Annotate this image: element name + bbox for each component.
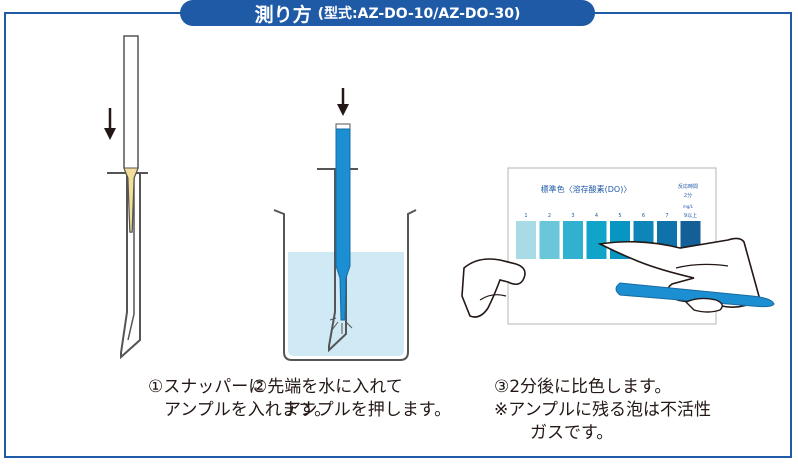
step2-caption: ②先端を水に入れて アンプルを押します。	[252, 376, 451, 422]
down-arrow-icon	[104, 108, 116, 140]
swatch-number: 5	[618, 213, 621, 219]
color-swatch	[516, 221, 536, 259]
color-swatch	[539, 221, 560, 259]
snapper-inner-wall	[127, 173, 135, 341]
ampoule-blue	[335, 128, 351, 321]
step3-illustration: 標準色〈溶存酸素(DO)〉 反応時間 2分 mg/L 1 2 3 4 5 6 7 9以上	[461, 167, 775, 325]
chart-card-unit: mg/L	[683, 204, 694, 209]
step1-caption: ①スナッパーに アンプルを入れます。	[148, 376, 331, 422]
step3-line1: ③2分後に比色します。	[494, 377, 672, 397]
color-swatch	[586, 221, 607, 259]
title-model: (型式:AZ-DO-10/AZ-DO-30)	[317, 6, 521, 22]
left-thumb	[479, 294, 507, 301]
step2-line2: アンプルを押します。	[284, 400, 452, 420]
swatch-number: 2	[548, 213, 551, 219]
chart-card-note1: 反応時間	[678, 183, 698, 190]
splash-lines	[329, 317, 353, 334]
ampoule-blue-held	[615, 282, 775, 308]
step2-line1: ②先端を水に入れて	[252, 377, 403, 397]
ampoule-cap	[335, 123, 351, 130]
step1-line1: ①スナッパーに	[148, 377, 266, 397]
snapper-holder	[107, 172, 148, 360]
right-thumb	[684, 297, 723, 313]
swatch-number: 9以上	[684, 212, 697, 219]
step1-illustration	[104, 35, 148, 360]
step3-line3: ガスです。	[530, 423, 614, 443]
color-swatch	[563, 221, 583, 259]
down-arrow-icon	[337, 88, 349, 116]
title-main: 測り方	[254, 3, 312, 26]
swatch-number: 3	[571, 213, 574, 219]
chart-card-note2: 2分	[684, 192, 692, 199]
beaker	[273, 209, 417, 361]
left-hand	[461, 258, 526, 318]
swatch-number: 7	[665, 213, 668, 219]
right-finger	[675, 263, 729, 269]
step3-caption: ③2分後に比色します。 ※アンプルに残る泡は不活性 ガスです。	[494, 376, 711, 445]
swatch-number: 6	[642, 213, 645, 219]
step1-line2: アンプルを入れます。	[164, 400, 332, 420]
title-banner: 測り方 (型式:AZ-DO-10/AZ-DO-30)	[180, 0, 595, 26]
swatch-number: 1	[524, 213, 527, 219]
ampoule-reagent	[123, 167, 139, 233]
step2-illustration	[273, 88, 417, 361]
step3-line2: ※アンプルに残る泡は不活性	[494, 400, 712, 420]
swatch-number: 4	[595, 213, 598, 219]
chart-card-heading: 標準色〈溶存酸素(DO)〉	[541, 184, 632, 194]
